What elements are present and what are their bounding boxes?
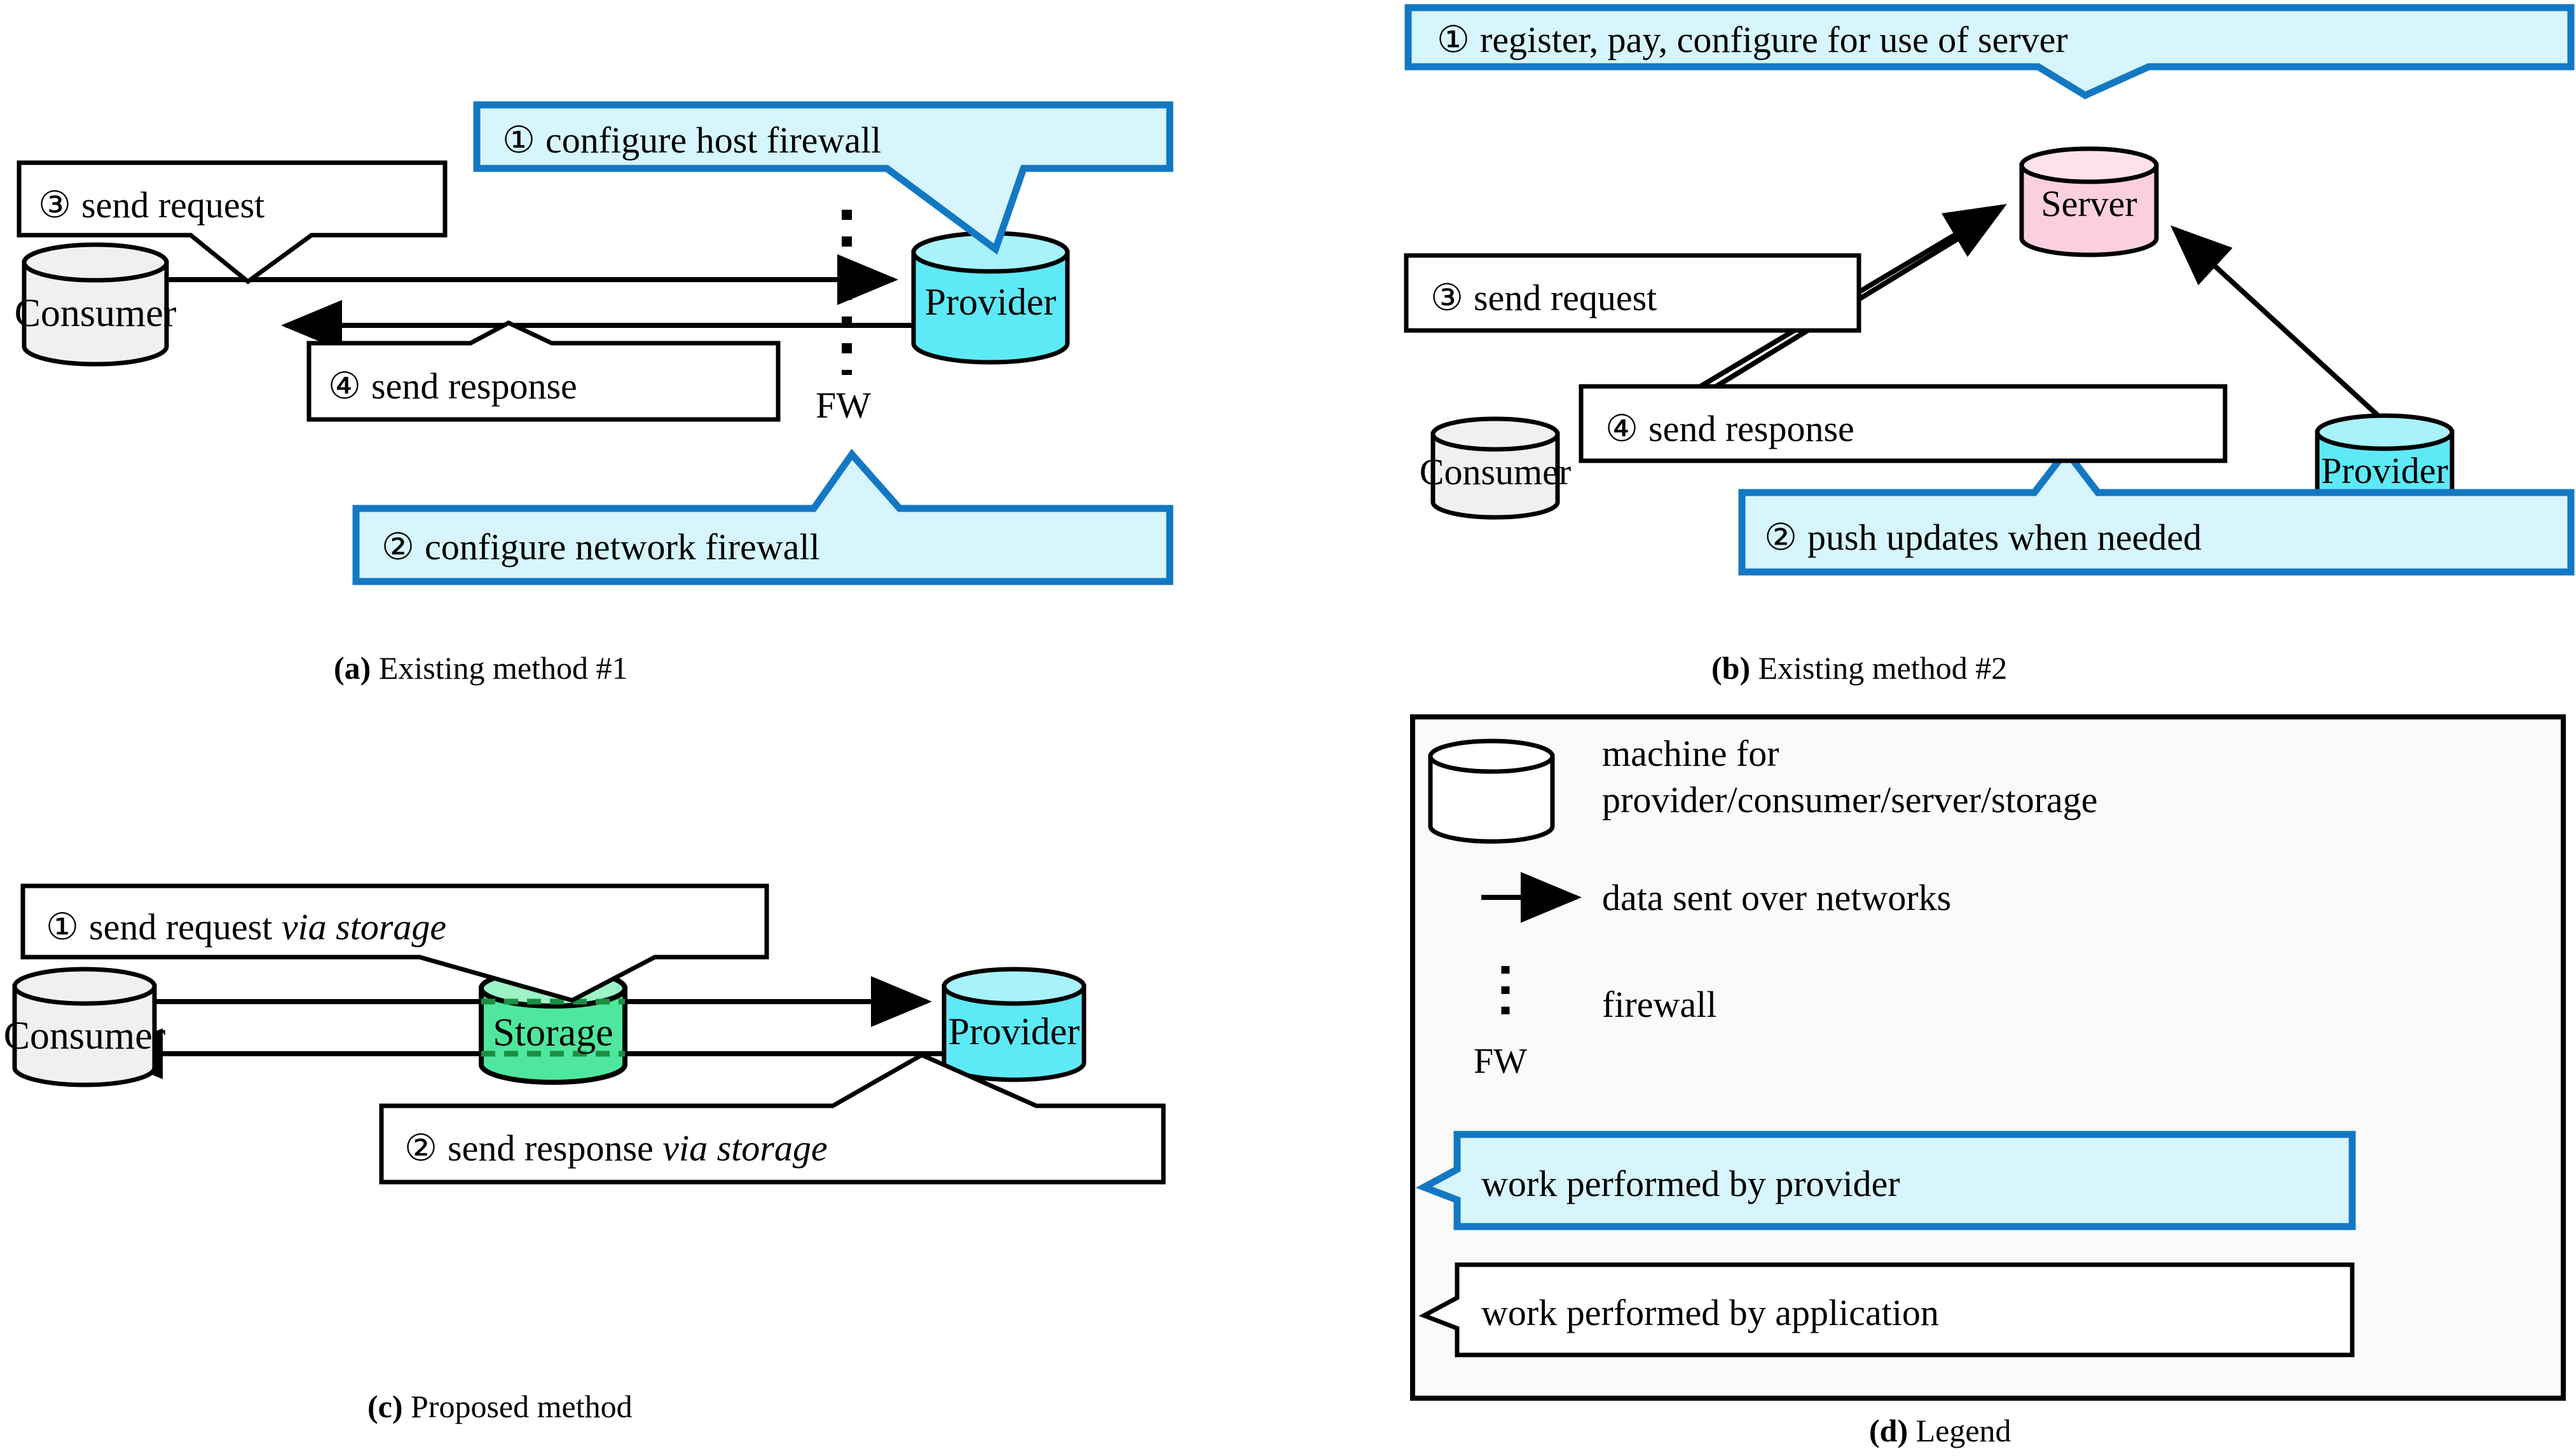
legend-provider-work-label: work performed by provider xyxy=(1481,1163,1900,1204)
callout-a-3-label: send request xyxy=(81,184,264,226)
caption-a: (a) Existing method #1 xyxy=(334,650,627,686)
legend-entry-application-work: work performed by application xyxy=(1418,1262,2355,1357)
cylinder-icon xyxy=(1428,738,1555,844)
callout-a-2[interactable]: ② configure network firewall xyxy=(352,449,1174,585)
node-label-server-b: Server xyxy=(2041,183,2137,224)
callout-c-1-emph: via storage xyxy=(282,906,446,948)
firewall-label: FW xyxy=(816,384,871,426)
callout-b-3-text: ③ send request xyxy=(1430,277,1657,318)
legend-entry-provider-work: work performed by provider xyxy=(1415,1131,2356,1230)
node-consumer-c: Consumer xyxy=(4,967,166,1087)
callout-a-2-label: configure network firewall xyxy=(425,526,820,568)
legend-application-work-label: work performed by application xyxy=(1481,1292,1939,1333)
caption-d: (d) Legend xyxy=(1869,1413,2011,1448)
legend-firewall-label: firewall xyxy=(1602,984,1716,1025)
callout-c-1-label: send request xyxy=(89,906,282,948)
caption-c: (c) Proposed method xyxy=(367,1389,633,1424)
callout-b-3-label: send request xyxy=(1474,277,1657,318)
node-server-b: Server xyxy=(2019,146,2159,257)
callout-a-1-label: configure host firewall xyxy=(545,119,881,161)
callout-b-2-label: push updates when needed xyxy=(1807,517,2202,558)
node-provider-c: Provider xyxy=(942,967,1086,1082)
legend-machine-line2: provider/consumer/server/storage xyxy=(1602,779,2098,820)
node-label-storage-c: Storage xyxy=(493,1011,613,1054)
legend-data-sent-label: data sent over networks xyxy=(1602,877,1951,918)
caption-a-text: Existing method #1 xyxy=(371,650,627,686)
callout-b-3[interactable]: ③ send request xyxy=(1404,253,1861,333)
callout-c-2-text: ② send response via storage xyxy=(404,1127,828,1169)
callout-c-1-number: ① xyxy=(46,906,79,948)
callout-c-2-emph: via storage xyxy=(662,1127,827,1169)
panel-d-legend: machine for provider/consumer/server/sto… xyxy=(1410,714,2566,1448)
legend-machine-line1: machine for xyxy=(1602,733,1779,774)
callout-a-4-number: ④ xyxy=(328,365,361,407)
caption-d-marker: (d) xyxy=(1869,1413,1908,1448)
callout-c-2-number: ② xyxy=(404,1127,437,1169)
node-label-provider-a: Provider xyxy=(925,281,1057,323)
caption-b: (b) Existing method #2 xyxy=(1711,650,2007,686)
caption-a-marker: (a) xyxy=(334,650,371,686)
callout-white-icon xyxy=(1418,1262,2355,1357)
callout-a-2-text: ② configure network firewall xyxy=(381,526,820,568)
caption-b-marker: (b) xyxy=(1711,650,1750,686)
callout-a-3-number: ③ xyxy=(38,184,71,226)
callout-c-2-label: send response xyxy=(448,1127,662,1169)
callout-b-4-number: ④ xyxy=(1605,408,1638,449)
callout-a-4-label: send response xyxy=(371,365,577,407)
callout-a-2-number: ② xyxy=(381,526,414,568)
node-consumer-a: Consumer xyxy=(15,242,177,367)
node-label-consumer-a: Consumer xyxy=(15,292,177,335)
node-provider-a: Provider xyxy=(911,231,1070,365)
legend-entry-firewall: FW firewall xyxy=(1474,966,1716,1081)
callout-b-2-number: ② xyxy=(1764,517,1797,558)
callout-c-2[interactable]: ② send response via storage xyxy=(379,1052,1166,1185)
callout-b-3-number: ③ xyxy=(1430,277,1463,318)
caption-d-text: Legend xyxy=(1908,1413,2011,1448)
node-label-provider-c: Provider xyxy=(949,1010,1080,1052)
caption-c-text: Proposed method xyxy=(403,1389,633,1424)
caption-c-marker: (c) xyxy=(367,1389,403,1424)
callout-b-4-label: send response xyxy=(1648,408,1854,449)
node-label-consumer-b: Consumer xyxy=(1420,451,1571,493)
caption-b-text: Existing method #2 xyxy=(1750,650,2007,686)
legend-entry-machine: machine for provider/consumer/server/sto… xyxy=(1428,733,2098,844)
legend-entry-data-sent: data sent over networks xyxy=(1481,872,1951,923)
node-consumer-b: Consumer xyxy=(1420,416,1571,520)
callout-a-1-number: ① xyxy=(502,119,535,161)
node-label-provider-b: Provider xyxy=(2321,450,2448,491)
legend-firewall-sub: FW xyxy=(1474,1042,1527,1081)
callout-b-1-number: ① xyxy=(1437,19,1470,60)
callout-blue-icon xyxy=(1415,1131,2356,1230)
node-label-consumer-c: Consumer xyxy=(4,1014,166,1058)
arrow-push-b xyxy=(2170,225,2405,440)
callout-b-1-label: register, pay, configure for use of serv… xyxy=(1480,19,2068,60)
